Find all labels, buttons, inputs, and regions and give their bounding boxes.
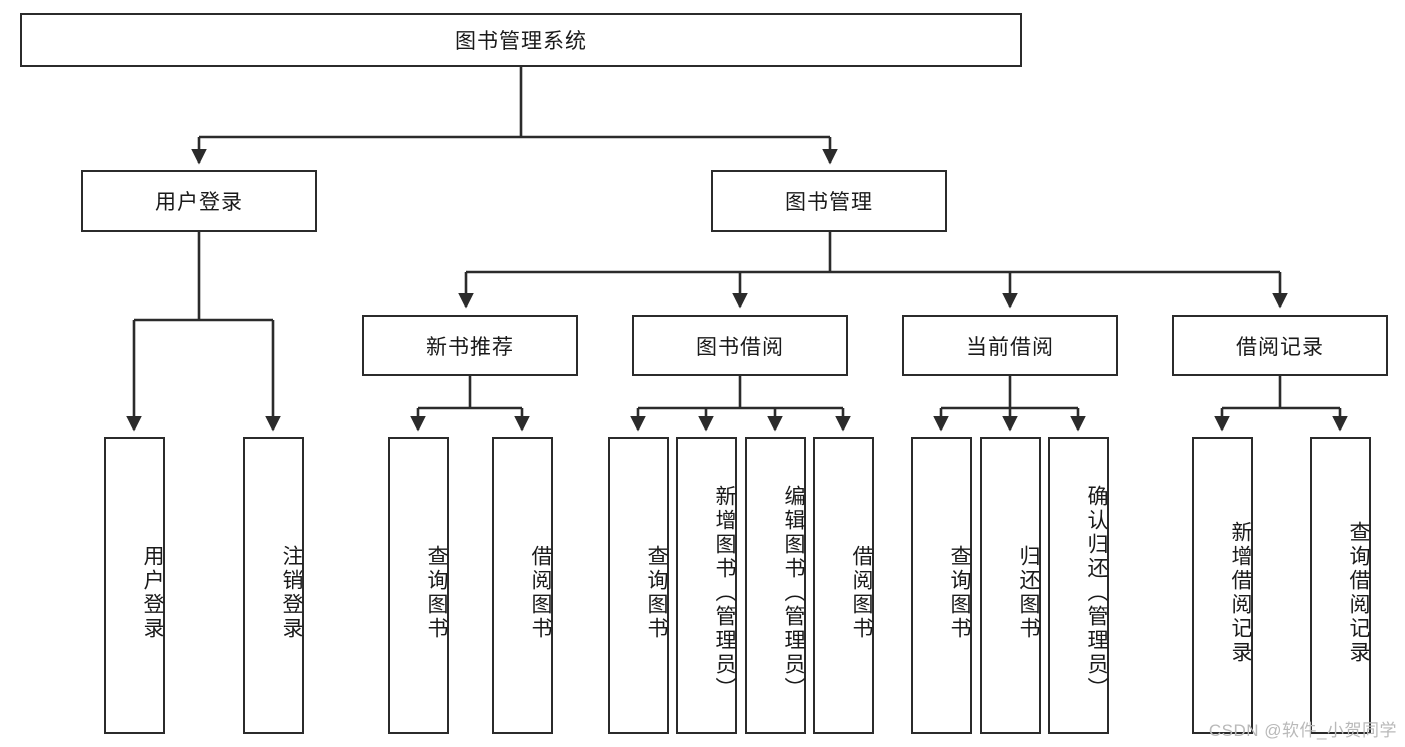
node-label: 用户登录 xyxy=(141,544,164,641)
leaf-current-borrow-0[interactable]: 查询图书 xyxy=(911,437,972,734)
node-label: 注销登录 xyxy=(280,544,303,641)
node-label: 用户登录 xyxy=(155,191,243,214)
csdn-watermark: CSDN @软件_小贺同学 xyxy=(1208,721,1397,740)
node-borrow-record[interactable]: 借阅记录 xyxy=(1172,315,1388,376)
node-label: 编辑图书（管理员） xyxy=(782,484,805,701)
leaf-book-borrow-3[interactable]: 借阅图书 xyxy=(813,437,874,734)
leaf-new-book-recommend-0[interactable]: 查询图书 xyxy=(388,437,449,734)
node-label: 借阅记录 xyxy=(1236,335,1324,359)
node-label: 查询图书 xyxy=(948,544,971,641)
node-current-borrow[interactable]: 当前借阅 xyxy=(902,315,1118,376)
leaf-new-book-recommend-1[interactable]: 借阅图书 xyxy=(492,437,553,734)
node-label: 新增图书（管理员） xyxy=(713,484,736,701)
node-label: 图书管理系统 xyxy=(455,30,587,53)
node-book-borrow[interactable]: 图书借阅 xyxy=(632,315,848,376)
node-root-book-management-system[interactable]: 图书管理系统 xyxy=(20,13,1022,67)
leaf-book-borrow-2[interactable]: 编辑图书（管理员） xyxy=(745,437,806,734)
leaf-user-login-1[interactable]: 注销登录 xyxy=(243,437,304,734)
node-label: 新书推荐 xyxy=(426,335,514,359)
node-user-login[interactable]: 用户登录 xyxy=(81,170,317,232)
node-label: 图书管理 xyxy=(785,191,873,214)
leaf-borrow-record-0[interactable]: 新增借阅记录 xyxy=(1192,437,1253,734)
node-label: 借阅图书 xyxy=(529,544,552,641)
node-label: 查询图书 xyxy=(645,544,668,641)
node-label: 查询借阅记录 xyxy=(1347,520,1370,665)
leaf-book-borrow-1[interactable]: 新增图书（管理员） xyxy=(676,437,737,734)
node-label: 查询图书 xyxy=(425,544,448,641)
node-label: 借阅图书 xyxy=(850,544,873,641)
node-label: 新增借阅记录 xyxy=(1229,520,1252,665)
leaf-book-borrow-0[interactable]: 查询图书 xyxy=(608,437,669,734)
node-label: 确认归还（管理员） xyxy=(1085,484,1108,701)
node-label: 归还图书 xyxy=(1017,544,1040,641)
node-book-management[interactable]: 图书管理 xyxy=(711,170,947,232)
leaf-borrow-record-1[interactable]: 查询借阅记录 xyxy=(1310,437,1371,734)
node-label: 当前借阅 xyxy=(966,335,1054,359)
leaf-current-borrow-2[interactable]: 确认归还（管理员） xyxy=(1048,437,1109,734)
node-new-book-recommend[interactable]: 新书推荐 xyxy=(362,315,578,376)
node-label: 图书借阅 xyxy=(696,335,784,359)
leaf-user-login-0[interactable]: 用户登录 xyxy=(104,437,165,734)
leaf-current-borrow-1[interactable]: 归还图书 xyxy=(980,437,1041,734)
